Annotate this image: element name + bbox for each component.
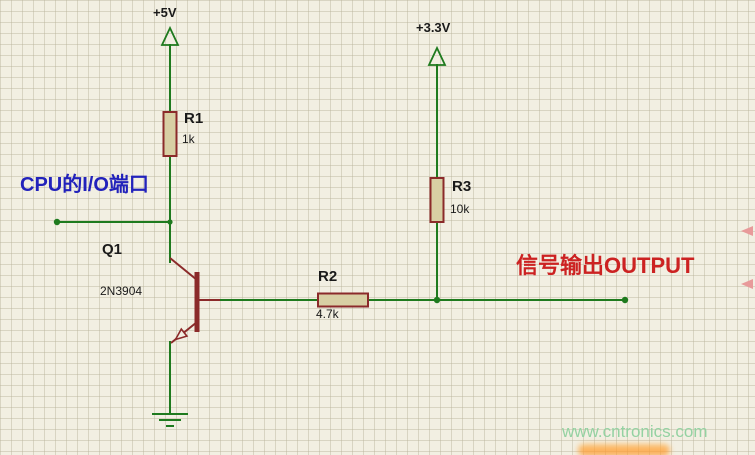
logo-fragment bbox=[578, 444, 670, 455]
resistor-r3-body bbox=[429, 177, 445, 223]
q1-collector-lead bbox=[169, 257, 198, 281]
output-terminal-dot bbox=[621, 296, 629, 304]
junction-dot-base bbox=[167, 219, 173, 225]
watermark-text: www.cntronics.com bbox=[562, 422, 708, 441]
r2-value-label: 4.7k bbox=[316, 307, 339, 321]
edge-artifact-top bbox=[741, 226, 753, 236]
q1-value-label: 2N3904 bbox=[100, 284, 143, 298]
q1-emitter-arrow-icon bbox=[173, 327, 189, 341]
r2-ref-label: R2 bbox=[318, 268, 338, 285]
vcc5-power-arrow-icon bbox=[160, 25, 180, 46]
ground-symbol bbox=[152, 413, 188, 427]
vcc5-label: +5V bbox=[153, 5, 177, 20]
signal-output-label: 信号输出OUTPUT bbox=[516, 253, 695, 278]
q1-ref-label: Q1 bbox=[102, 241, 123, 258]
r3-value-label: 10k bbox=[450, 202, 470, 216]
r1-ref-label: R1 bbox=[184, 110, 204, 127]
vcc33-power-arrow-icon bbox=[427, 45, 447, 66]
r3-ref-label: R3 bbox=[452, 178, 472, 195]
resistor-r2-body bbox=[317, 292, 369, 308]
resistor-r1-body bbox=[162, 111, 178, 157]
junction-dot-r3-output bbox=[433, 296, 441, 304]
cpu-port-terminal-dot bbox=[53, 218, 61, 226]
vcc33-label: +3.3V bbox=[416, 20, 451, 35]
edge-artifact-bottom bbox=[741, 279, 753, 289]
r1-value-label: 1k bbox=[182, 132, 195, 146]
transistor-q1-symbol bbox=[169, 257, 220, 344]
cpu-io-port-label: CPU的I/O端口 bbox=[20, 174, 149, 196]
